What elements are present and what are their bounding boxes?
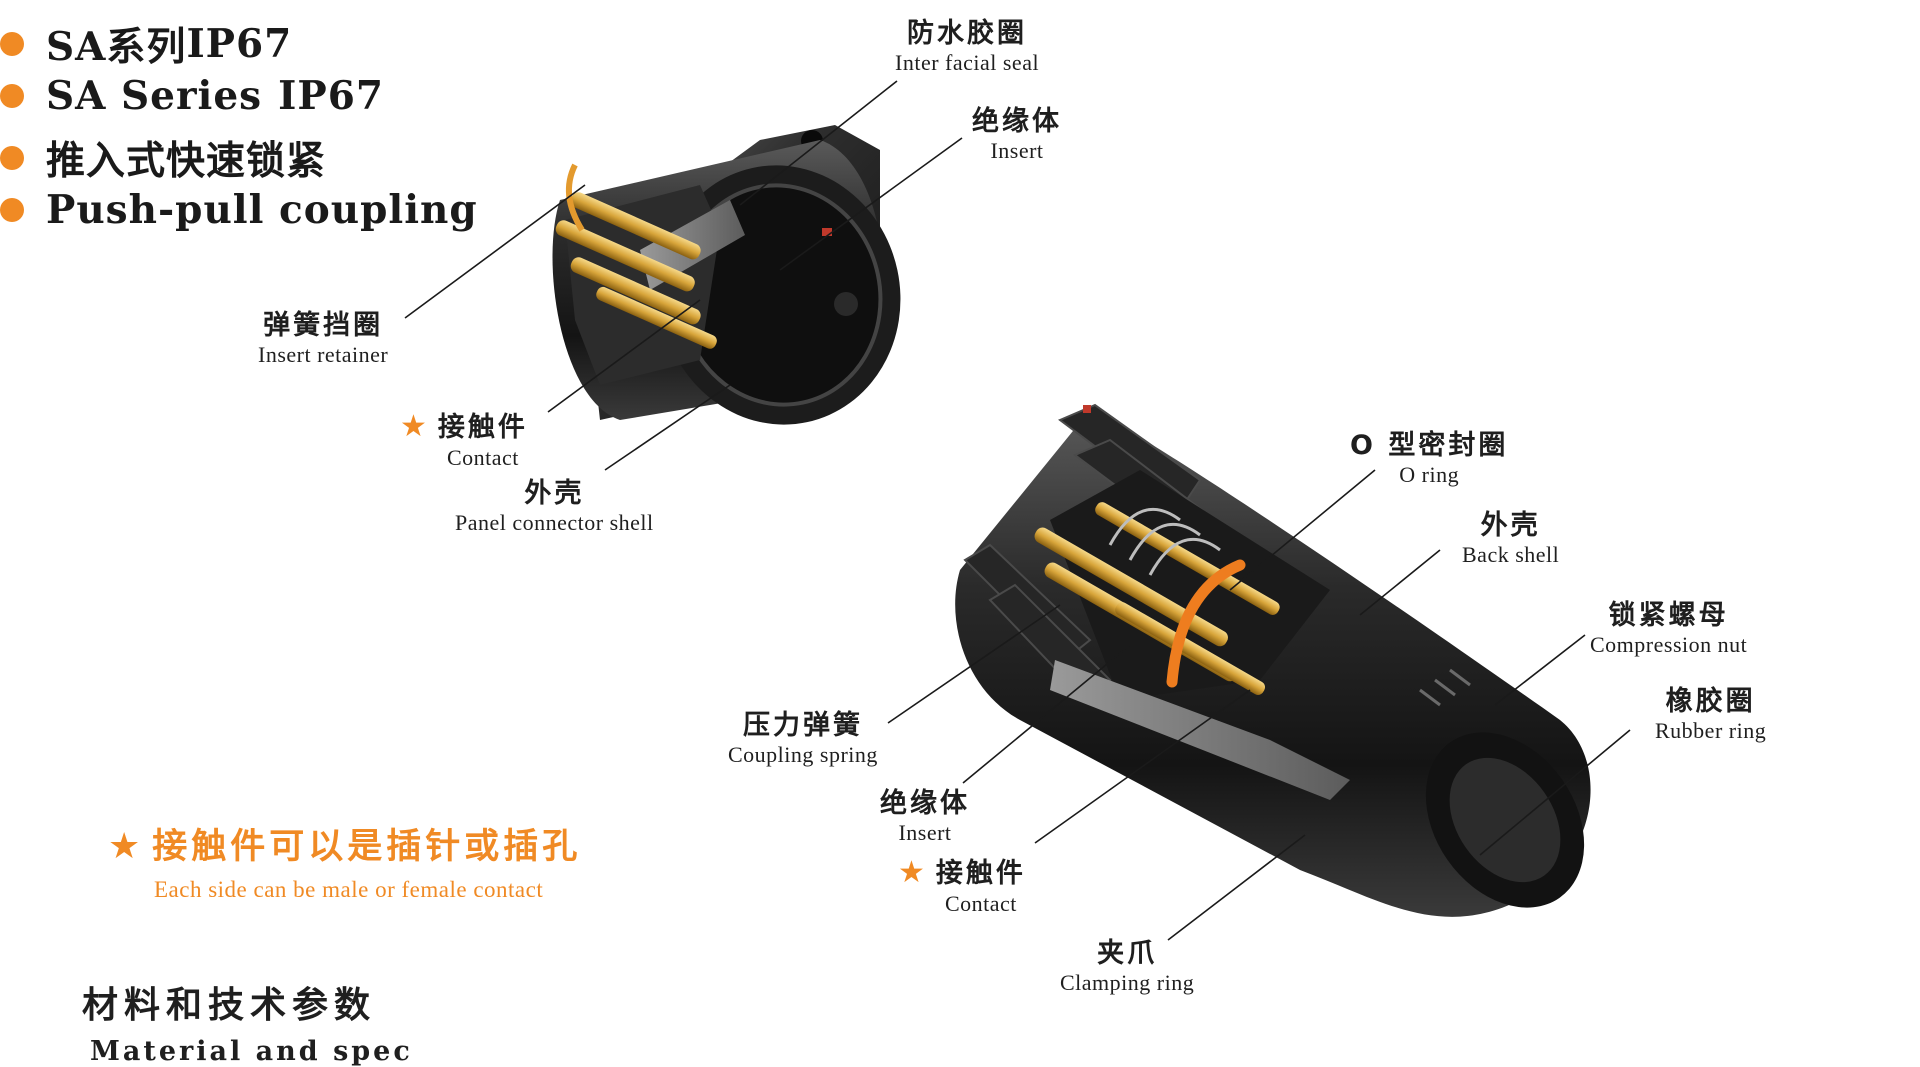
feature-text: IP67 [278,73,384,119]
label-panel-shell: 外壳 Panel connector shell [455,480,654,534]
feature-text: IP67 [186,21,293,67]
label-en: Rubber ring [1655,718,1767,743]
label-rubber-ring: 橡胶圈 Rubber ring [1655,688,1766,742]
label-zh: 压力弹簧 [742,710,863,741]
bullet-dot-icon [0,146,24,170]
leader-lines [404,80,1631,941]
label-en: Compression nut [1590,632,1748,657]
label-zh: 防水胶圈 [907,18,1028,49]
label-o-ring: O 型密封圈 O ring [1350,432,1508,486]
label-insert-cable: 绝缘体 Insert [880,790,970,844]
label-contact-panel: ★接触件 Contact [400,412,528,469]
feature-item: Push-pull coupling [0,187,478,233]
label-zh: 接触件 [437,412,528,443]
label-zh: 锁紧螺母 [1608,600,1729,631]
label-zh: 绝缘体 [880,788,970,819]
label-en: Coupling spring [728,742,878,767]
label-inter-facial-seal: 防水胶圈 Inter facial seal [895,20,1039,74]
label-zh: 弹簧挡圈 [263,310,384,341]
label-en: Insert [898,820,952,845]
bullet-dot-icon [0,32,24,56]
feature-text: 推入式快速锁紧 [46,138,327,184]
feature-text: Push-pull coupling [46,187,478,233]
cable-connector-illustration [955,403,1591,917]
label-insert-panel: 绝缘体 Insert [972,108,1062,162]
bullet-dot-icon [0,84,24,108]
label-back-shell: 外壳 Back shell [1462,512,1559,566]
bullet-dot-icon [0,198,24,222]
label-coupling-spring: 压力弹簧 Coupling spring [728,712,878,766]
label-en: O ring [1399,462,1460,487]
section-title-zh: 材料和技术参数 [82,985,377,1026]
label-insert-retainer: 弹簧挡圈 Insert retainer [258,312,388,366]
label-en: Back shell [1462,542,1560,567]
label-zh: 橡胶圈 [1665,686,1756,717]
label-en: Inter facial seal [895,50,1040,75]
label-en: Contact [446,445,519,470]
star-icon: ★ [108,826,145,867]
feature-item: SA系列 IP67 [0,16,292,72]
section-heading: 材料和技术参数 Material and spec [82,976,413,1067]
feature-item: 推入式快速锁紧 [0,130,326,186]
star-icon: ★ [400,409,430,444]
label-en: Contact [944,891,1017,916]
label-contact-cable: ★接触件 Contact [898,858,1026,915]
note-en: Each side can be male or female contact [154,877,544,902]
label-en: Panel connector shell [455,510,654,535]
panel-connector-illustration [552,125,901,425]
label-zh: 外壳 [524,478,585,509]
feature-item: SA Series IP67 [0,73,384,119]
note-zh: 接触件可以是插针或插孔 [152,827,582,867]
feature-text: SA Series [46,73,263,119]
section-title-en: Material and spec [90,1036,413,1067]
star-icon: ★ [898,855,928,890]
panel-contact-pins [555,192,717,349]
label-en: Insert retainer [258,342,389,367]
o-ring-icon [1166,559,1246,688]
label-clamping-ring: 夹爪 Clamping ring [1060,940,1194,994]
label-en: Insert [990,138,1044,163]
contact-note: ★接触件可以是插针或插孔 Each side can be male or fe… [108,818,581,903]
label-zh: 外壳 [1480,510,1541,541]
label-zh: 绝缘体 [972,106,1062,137]
label-zh: 夹爪 [1097,938,1158,969]
label-zh: 接触件 [935,858,1026,889]
label-en: Clamping ring [1060,970,1195,995]
label-compression-nut: 锁紧螺母 Compression nut [1590,602,1747,656]
label-zh: O 型密封圈 [1350,430,1509,461]
feature-text: SA系列 [46,24,187,70]
